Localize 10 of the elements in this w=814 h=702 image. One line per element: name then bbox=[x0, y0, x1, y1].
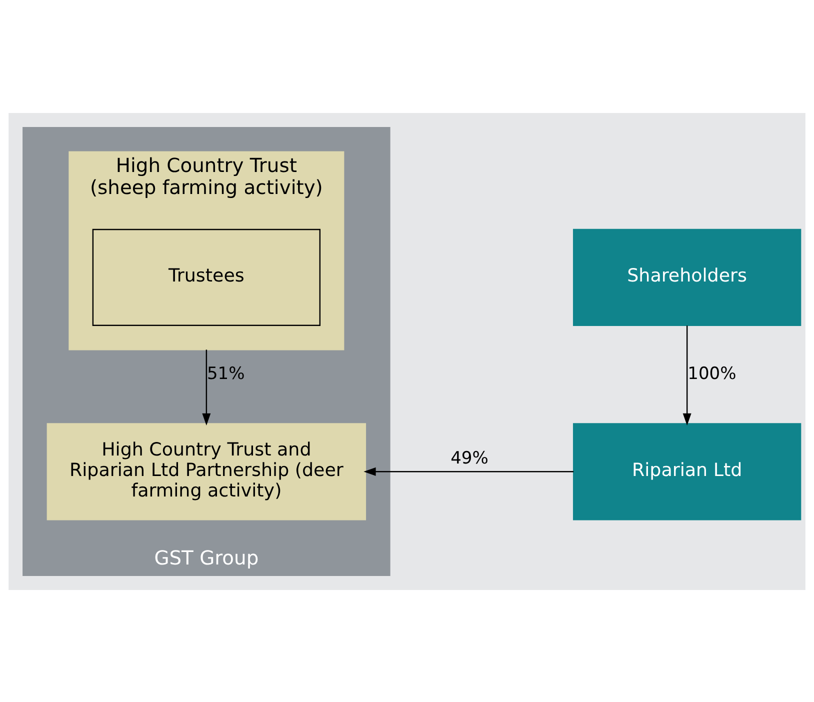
edge-label: 51% bbox=[206, 364, 245, 384]
arrow bbox=[682, 325, 692, 426]
edge-label: 100% bbox=[688, 364, 736, 384]
arrow bbox=[364, 466, 574, 476]
edge-label: 49% bbox=[450, 448, 488, 468]
node-box: Trustees bbox=[92, 228, 321, 326]
node-box: Riparian Ltd bbox=[572, 422, 802, 520]
node-box: High Country Trust and Riparian Ltd Partnership (deer farming activity) bbox=[46, 422, 366, 520]
arrow bbox=[202, 349, 211, 426]
node-box: Shareholders bbox=[572, 228, 802, 326]
